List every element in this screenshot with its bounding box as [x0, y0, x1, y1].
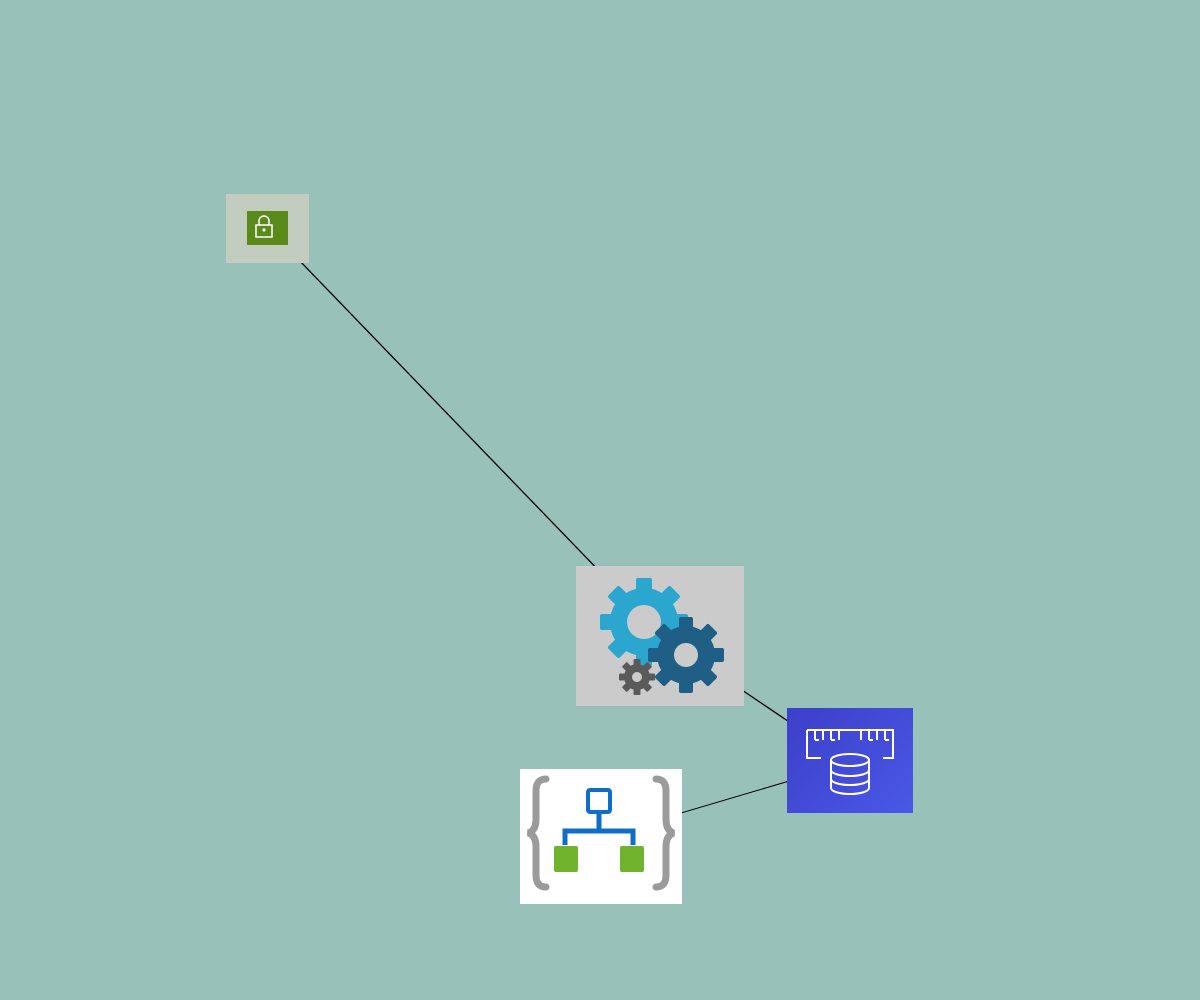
memdb-node[interactable]: [787, 708, 913, 813]
lock-icon: [247, 211, 288, 245]
logic-app-icon: [526, 775, 676, 891]
gears-node[interactable]: [576, 566, 744, 706]
gears-icon: [600, 578, 724, 695]
memory-database-icon: [806, 729, 894, 795]
lock-node[interactable]: [226, 194, 309, 263]
logic-app-node[interactable]: [520, 769, 682, 904]
